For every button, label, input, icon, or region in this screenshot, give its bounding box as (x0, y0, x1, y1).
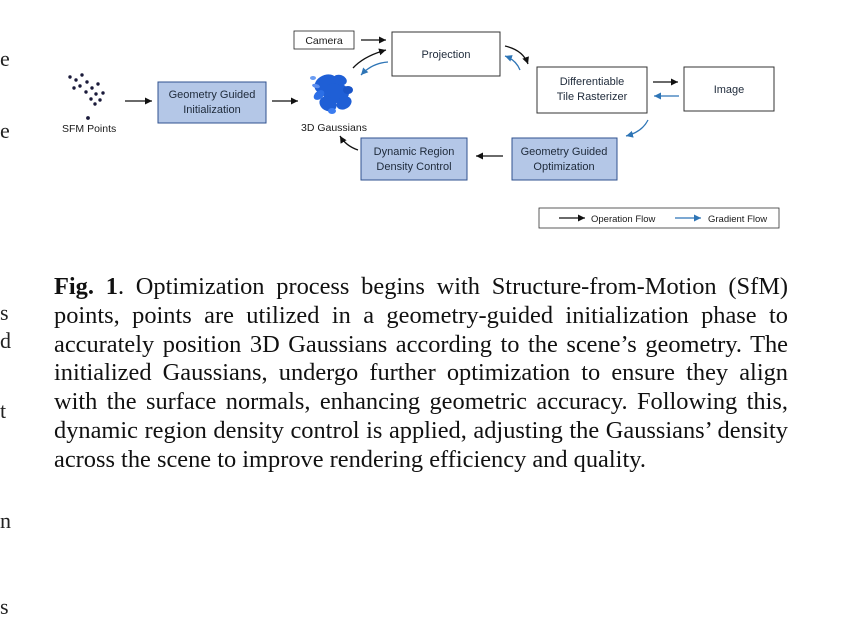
gaussians-icon (310, 74, 353, 114)
projection-label: Projection (422, 49, 471, 61)
density-box: Dynamic Region Density Control (360, 137, 468, 181)
image-label: Image (714, 84, 745, 96)
arrow-gaussians-to-projection (352, 48, 387, 69)
rasterizer-box: Differentiable Tile Rasterizer (536, 66, 648, 114)
legend-operation-label: Operation Flow (591, 214, 656, 225)
gradient-rasterizer-to-projection (504, 55, 521, 71)
image-box: Image (683, 66, 775, 112)
legend-gradient-label: Gradient Flow (708, 214, 767, 225)
optimization-box: Geometry Guided Optimization (511, 137, 618, 181)
edge-fragment: e (0, 118, 10, 143)
pipeline-diagram: SFM Points Geometry Guided Initializatio… (62, 30, 780, 229)
edge-fragment: e (0, 46, 10, 71)
camera-label: Camera (305, 35, 343, 47)
arrow-projection-to-rasterizer (504, 45, 529, 65)
legend: Operation Flow Gradient Flow (538, 207, 780, 229)
gradient-rasterizer-to-optimization (625, 119, 649, 138)
density-line2: Density Control (376, 161, 451, 173)
edge-fragment: s (0, 300, 9, 325)
sfm-points-label: SFM Points (62, 123, 116, 135)
optimization-line2: Optimization (533, 161, 594, 173)
figure-label: Fig. 1 (54, 273, 118, 300)
edge-fragment: s (0, 594, 9, 619)
init-box-line2: Initialization (183, 104, 240, 116)
optimization-line1: Geometry Guided (521, 146, 608, 158)
gradient-projection-to-gaussians (360, 61, 389, 76)
figure-caption: Fig. 1. Optimization process begins with… (54, 273, 788, 475)
rasterizer-line2: Tile Rasterizer (557, 91, 628, 103)
arrow-density-to-gaussians (339, 135, 359, 151)
edge-fragment: t (0, 398, 7, 423)
init-box: Geometry Guided Initialization (157, 81, 267, 124)
rasterizer-line1: Differentiable (560, 76, 625, 88)
density-line1: Dynamic Region (374, 146, 455, 158)
edge-fragment: n (0, 508, 11, 533)
projection-box: Projection (391, 31, 501, 77)
init-box-line1: Geometry Guided (169, 89, 256, 101)
edge-fragment: d (0, 328, 11, 353)
sfm-points-icon (68, 73, 105, 120)
caption-text: . Optimization process begins with Struc… (54, 273, 789, 473)
camera-box: Camera (293, 30, 355, 50)
gaussians-label: 3D Gaussians (301, 122, 367, 134)
